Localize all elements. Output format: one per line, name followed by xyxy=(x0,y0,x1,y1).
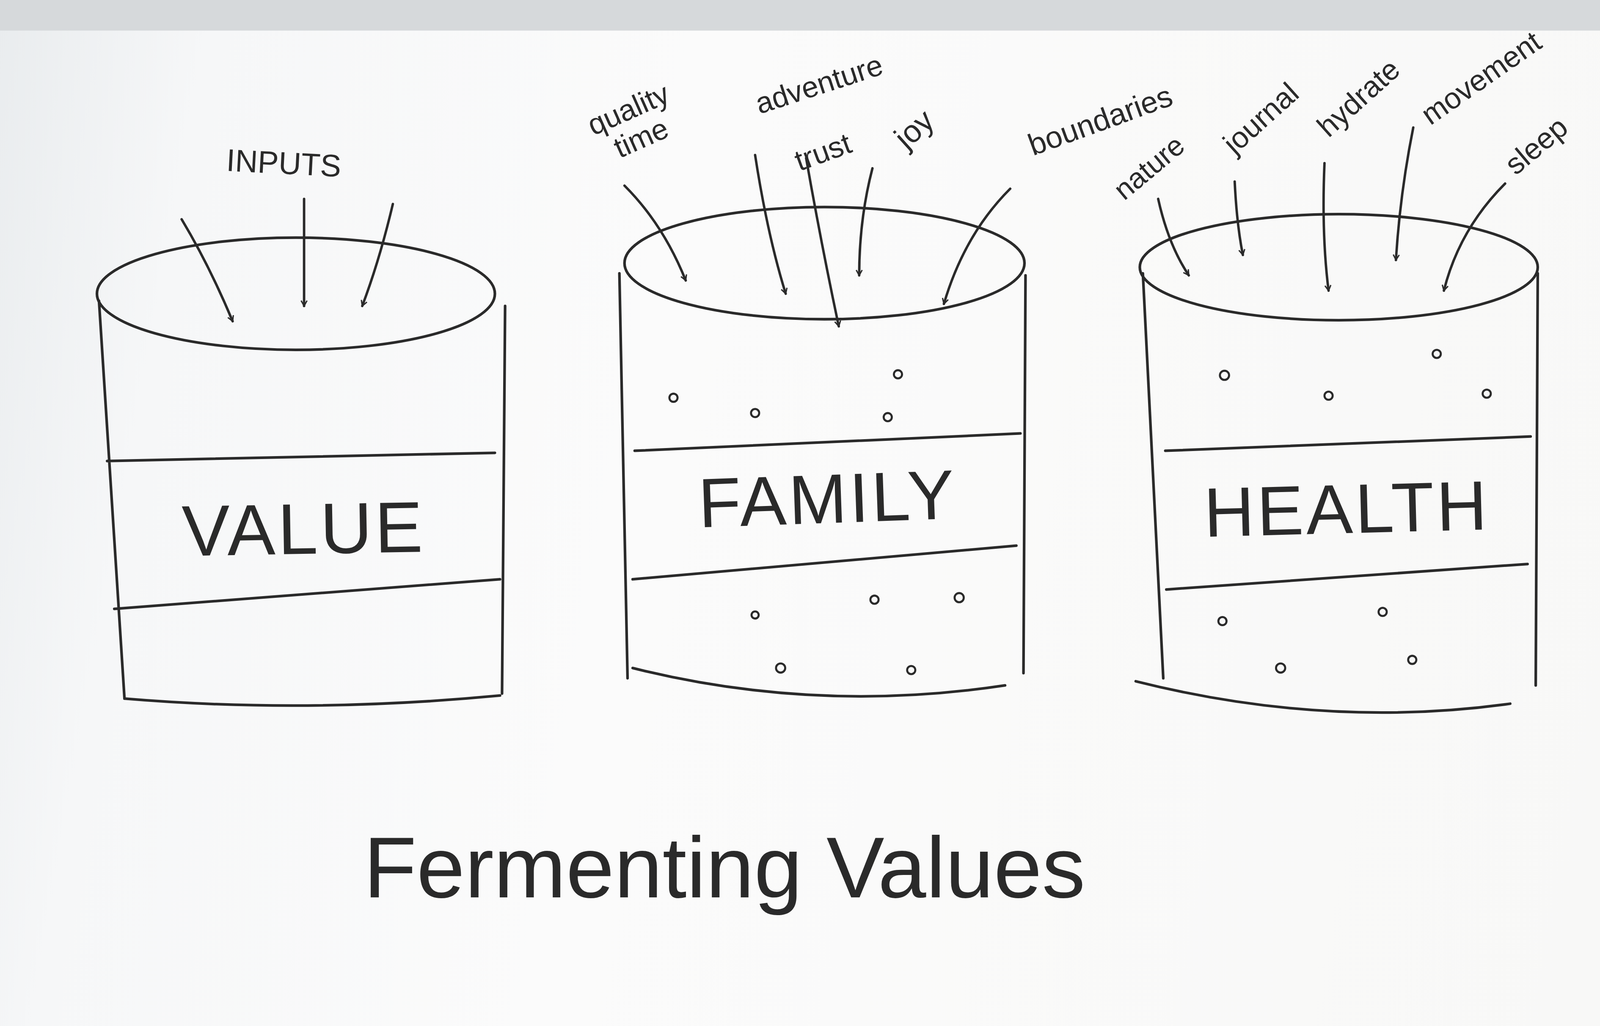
band-label: VALUE xyxy=(181,489,427,570)
input-label: movement xyxy=(1415,25,1547,131)
input-label: trust xyxy=(790,127,856,177)
cylinder-band: HEALTH xyxy=(1166,450,1528,569)
cylinders xyxy=(96,206,1538,713)
input-label: journal xyxy=(1217,77,1305,160)
input-label: hydrate xyxy=(1311,53,1406,143)
bubbles xyxy=(669,349,1491,675)
input-arrows xyxy=(181,127,1506,327)
band-label: FAMILY xyxy=(696,458,958,541)
cylinder-band: FAMILY xyxy=(634,440,1020,559)
sketch-title: Fermenting Values xyxy=(363,821,1086,913)
page-edge xyxy=(0,0,1600,31)
band-label: HEALTH xyxy=(1203,469,1491,551)
cylinder-band: VALUE xyxy=(112,461,496,597)
input-label: nature xyxy=(1107,129,1190,206)
input-label: sleep xyxy=(1498,111,1573,181)
input-label: adventure xyxy=(751,49,887,120)
input-label: quality time xyxy=(573,73,696,174)
input-label: INPUTS xyxy=(225,143,342,183)
input-label: joy xyxy=(888,103,940,155)
